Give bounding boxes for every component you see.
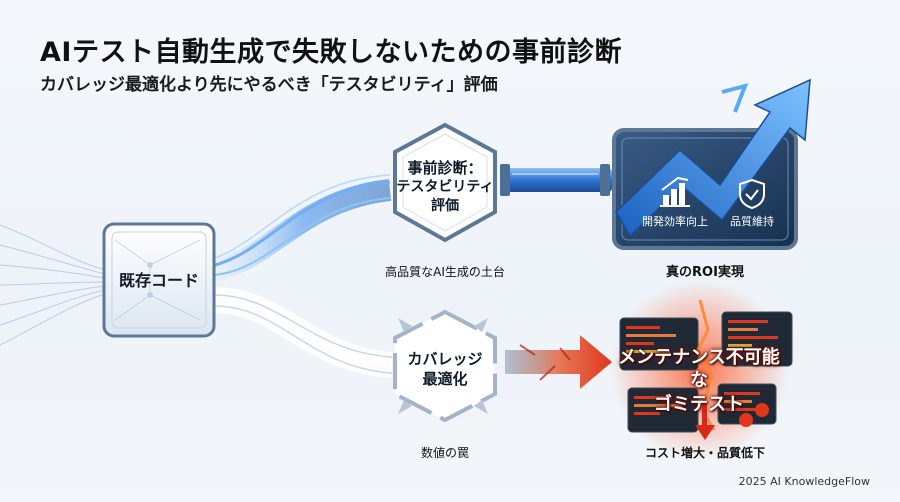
good-flow-lower (212, 174, 392, 281)
bar-chart-rising-icon (660, 176, 690, 207)
roi-item-1: 開発効率向上 (642, 215, 708, 228)
coverage-node-label: カバレッジ 最適化 (395, 349, 495, 390)
code-window-1 (619, 317, 699, 371)
failure-line-2: ゴミテスト (654, 393, 744, 415)
source-code-node (102, 222, 216, 338)
bad-flow-arrow (505, 335, 612, 389)
failure-label: メンテナンス不可能な ゴミテスト (614, 346, 784, 416)
diagnosis-caption: 高品質なAI生成の土台 (385, 265, 505, 279)
neutral-flow (214, 287, 394, 378)
coverage-line-1: カバレッジ (407, 350, 483, 368)
page-subtitle: カバレッジ最適化より先にやるべき「テスタビリティ」評価 (40, 75, 498, 95)
dollar-coin-icon (739, 403, 769, 427)
roi-item-2: 品質維持 (730, 215, 774, 228)
failure-caption: コスト増大・品質低下 (644, 446, 765, 460)
code-window-3 (627, 387, 699, 433)
diagnosis-node (393, 122, 497, 243)
page-title: AIテスト自動生成で失敗しないための事前診断 (40, 37, 622, 68)
diagnosis-line-2: テスタビリティ (396, 179, 494, 196)
diagnosis-node-label: 事前診断： テスタビリティ 評価 (395, 158, 495, 216)
diagnosis-line-3: 評価 (431, 198, 459, 215)
source-node-label: 既存コード (118, 271, 199, 290)
shield-check-icon (739, 178, 765, 210)
roi-caption: 真のROI実現 (666, 265, 744, 280)
coverage-line-2: 最適化 (422, 370, 468, 389)
footer-credit: 2025 AI KnowledgeFlow (738, 475, 870, 488)
failure-line-1: メンテナンス不可能な (618, 347, 780, 392)
incoming-strands (0, 224, 106, 346)
coverage-node (393, 309, 497, 423)
diagnosis-line-1: 事前診断： (407, 159, 483, 177)
coverage-caption: 数値の罠 (420, 446, 469, 460)
code-window-2 (721, 311, 793, 367)
good-flow-pipe (500, 164, 612, 196)
